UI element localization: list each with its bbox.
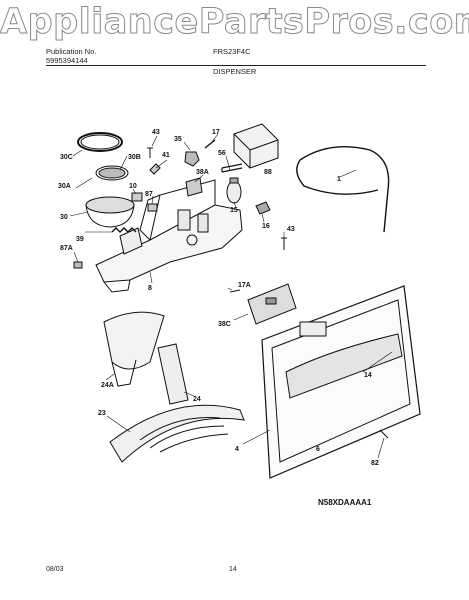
watermark: AppliancePartsPros.com — [0, 2, 469, 43]
part-24a-funnel — [103, 311, 165, 370]
label-24a: 24A — [101, 382, 114, 389]
part-30-cup — [85, 204, 135, 228]
label-8: 8 — [148, 285, 152, 292]
label-87a: 87A — [60, 245, 73, 252]
part-30b-disk — [95, 165, 129, 181]
label-87: 87 — [145, 191, 153, 198]
label-41: 41 — [162, 152, 170, 159]
label-88: 88 — [264, 169, 272, 176]
part-30c-ring — [77, 132, 123, 152]
label-38a: 38A — [196, 169, 209, 176]
part-82-screw — [379, 429, 389, 439]
part-14-paddle — [285, 333, 403, 399]
label-38c: 38C — [218, 321, 231, 328]
section-title: DISPENSER — [213, 67, 257, 76]
part-43-screw-top — [147, 147, 153, 158]
part-17-screw — [204, 139, 216, 149]
model-number: FRS23F4C — [213, 47, 251, 56]
label-30a: 30A — [58, 183, 71, 190]
diagram-code: N58XDAAAA1 — [318, 498, 372, 507]
part-35-switch — [184, 151, 200, 167]
part-16-socket — [255, 201, 271, 215]
label-17a: 17A — [238, 282, 251, 289]
part-1-tubing — [296, 145, 390, 233]
part-10 — [131, 192, 143, 202]
label-23: 23 — [98, 410, 106, 417]
label-17: 17 — [212, 129, 220, 136]
label-4: 4 — [235, 446, 239, 453]
part-88-lamp-housing — [233, 123, 279, 169]
part-87 — [147, 203, 158, 212]
label-43-right: 43 — [287, 226, 295, 233]
part-8-housing — [95, 204, 243, 283]
label-30: 30 — [60, 214, 68, 221]
part-23-tray — [109, 404, 245, 463]
part-4-frame — [261, 285, 421, 479]
label-56: 56 — [218, 150, 226, 157]
label-30c: 30C — [60, 154, 73, 161]
label-35: 35 — [174, 136, 182, 143]
label-6: 6 — [316, 446, 320, 453]
part-24-flap — [157, 343, 189, 405]
part-87a — [73, 261, 83, 269]
label-16: 16 — [262, 223, 270, 230]
label-14: 14 — [364, 372, 372, 379]
label-43-top: 43 — [152, 129, 160, 136]
publication-label: Publication No. — [46, 47, 97, 56]
part-15-bulb — [226, 180, 242, 204]
part-41-clip — [149, 163, 161, 175]
part-17a-screw — [229, 289, 241, 293]
footer-page: 14 — [229, 566, 237, 573]
label-24: 24 — [193, 396, 201, 403]
part-43-screw-right — [281, 237, 287, 250]
label-39: 39 — [76, 236, 84, 243]
footer-date: 08/03 — [46, 566, 64, 573]
label-10: 10 — [129, 183, 137, 190]
label-1: 1 — [337, 176, 341, 183]
part-38a-bracket — [185, 177, 203, 197]
publication-number: 5995394144 — [46, 56, 88, 65]
label-15: 15 — [230, 207, 238, 214]
part-56-actuator — [221, 163, 243, 173]
part-39-spring — [111, 227, 137, 233]
label-82: 82 — [371, 460, 379, 467]
label-30b: 30B — [128, 154, 141, 161]
header-rule — [46, 65, 426, 66]
